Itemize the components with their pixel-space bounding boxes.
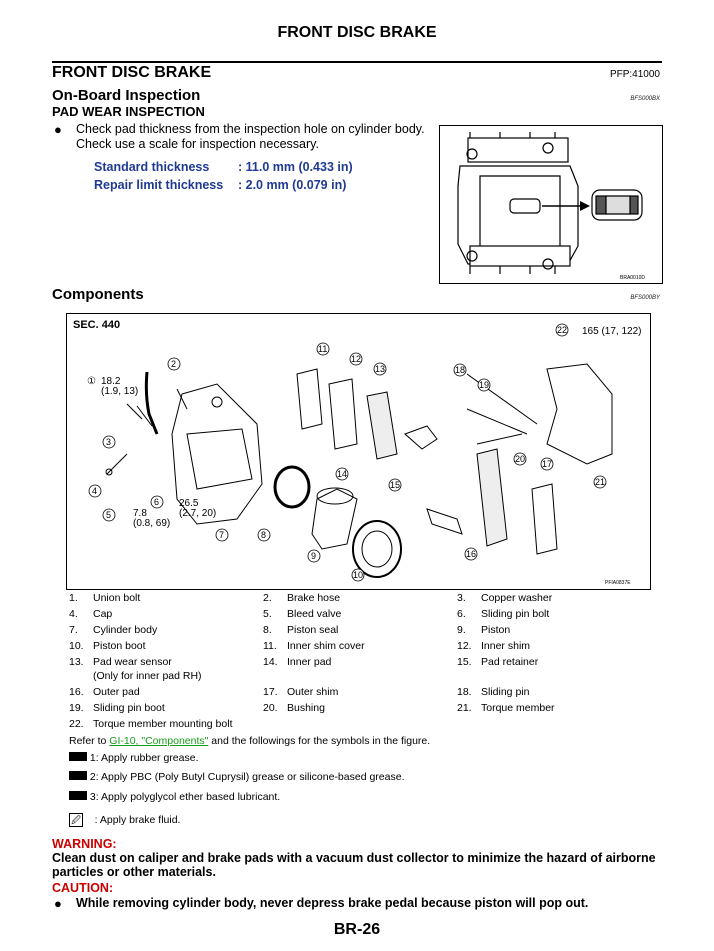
inspection-text-2: Check use a scale for inspection necessa… — [76, 137, 319, 151]
components-code: BFS000BY — [630, 295, 660, 301]
svg-text:5: 5 — [106, 510, 111, 520]
svg-text:14: 14 — [337, 469, 347, 479]
svg-text:3: 3 — [106, 437, 111, 447]
repair-limit-value: : 2.0 mm (0.079 in) — [238, 178, 347, 192]
torque-1-sub: (1.9, 13) — [101, 386, 138, 397]
svg-text:21: 21 — [595, 477, 605, 487]
grease-symbol-icon — [69, 752, 87, 761]
legend-note-13: (Only for inner pad RH) — [93, 670, 202, 682]
grease-symbol-icon — [69, 771, 87, 780]
svg-text:16: 16 — [466, 549, 476, 559]
components-fig-code: PFIA0837E — [605, 580, 631, 586]
symbol-row-3: 3: Apply polyglycol ether based lubrican… — [69, 791, 280, 803]
inspection-text-1: Check pad thickness from the inspection … — [76, 122, 425, 136]
caliper-inspection-drawing: BRA0010D — [457, 132, 645, 281]
components-link[interactable]: GI-10, "Components" — [109, 735, 209, 747]
std-thickness-label: Standard thickness — [94, 160, 210, 174]
symbol-row-2: 2: Apply PBC (Poly Butyl Cuprysil) greas… — [69, 771, 404, 783]
svg-text:19: 19 — [479, 380, 489, 390]
svg-text:2: 2 — [171, 359, 176, 369]
bullet-icon: ● — [54, 896, 62, 911]
torque-4-value: 165 (17, 122) — [582, 326, 642, 337]
inspection-fig-code: BRA0010D — [620, 275, 645, 281]
bullet-icon: ● — [54, 122, 62, 137]
svg-text:22: 22 — [557, 325, 567, 335]
svg-text:13: 13 — [375, 364, 385, 374]
legend-list: 1.Union bolt 2.Brake hose 3.Copper washe… — [69, 592, 555, 730]
torque-3-sub: (0.8, 69) — [133, 518, 170, 529]
refer-line: Refer to GI-10, "Components" and the fol… — [69, 735, 430, 747]
refer-post: and the followings for the symbols in th… — [211, 735, 431, 747]
warning-text-1: Clean dust on caliper and brake pads wit… — [52, 851, 656, 865]
svg-text:11: 11 — [318, 344, 327, 354]
pad-wear-subtitle: PAD WEAR INSPECTION — [52, 104, 205, 119]
svg-text:17: 17 — [542, 459, 552, 469]
torque-2-sub: (2.7, 20) — [179, 508, 216, 519]
brake-exploded-view: SEC. 440 PFIA0837E — [73, 319, 642, 586]
page-header-title: FRONT DISC BRAKE — [277, 24, 437, 41]
torque-2-value: 26.5 — [179, 498, 199, 509]
brake-fluid-icon: 🖉 — [69, 813, 83, 827]
sec-number: SEC. 440 — [73, 319, 120, 331]
svg-text:4: 4 — [92, 486, 97, 496]
repair-limit-label: Repair limit thickness — [94, 178, 224, 192]
svg-text:10: 10 — [353, 570, 363, 580]
section-rule — [52, 61, 662, 63]
caution-text: While removing cylinder body, never depr… — [76, 896, 589, 910]
svg-text:12: 12 — [351, 354, 361, 364]
svg-text:6: 6 — [154, 497, 159, 507]
torque-1-value: 18.2 — [101, 376, 121, 387]
svg-text:9: 9 — [311, 551, 316, 561]
pfp-code: PFP:41000 — [609, 69, 660, 80]
svg-text:8: 8 — [261, 530, 266, 540]
symbol-row-1: 1: Apply rubber grease. — [69, 752, 199, 764]
svg-text:18: 18 — [455, 365, 465, 375]
components-title: Components — [52, 286, 144, 303]
torque-3-value: 7.8 — [133, 508, 147, 519]
page-number: BR-26 — [333, 921, 381, 938]
caution-label: CAUTION: — [52, 881, 114, 895]
components-figure: SEC. 440 PFIA0837E — [66, 313, 651, 590]
refer-pre: Refer to — [69, 735, 107, 747]
svg-text:①: ① — [87, 376, 96, 387]
warning-label: WARNING: — [52, 837, 117, 851]
inspection-figure: BRA0010D — [439, 125, 663, 284]
svg-text:15: 15 — [390, 480, 400, 490]
onboard-code: BFS000BX — [630, 96, 660, 102]
grease-symbol-icon — [69, 791, 87, 800]
section-title: FRONT DISC BRAKE — [52, 64, 212, 81]
std-thickness-value: : 11.0 mm (0.433 in) — [238, 160, 353, 174]
svg-text:20: 20 — [515, 454, 525, 464]
svg-text:7: 7 — [219, 530, 224, 540]
warning-text-2: particles or other materials. — [52, 865, 216, 879]
onboard-title: On-Board Inspection — [52, 87, 201, 104]
symbol-row-4: 🖉 : Apply brake fluid. — [69, 813, 180, 827]
